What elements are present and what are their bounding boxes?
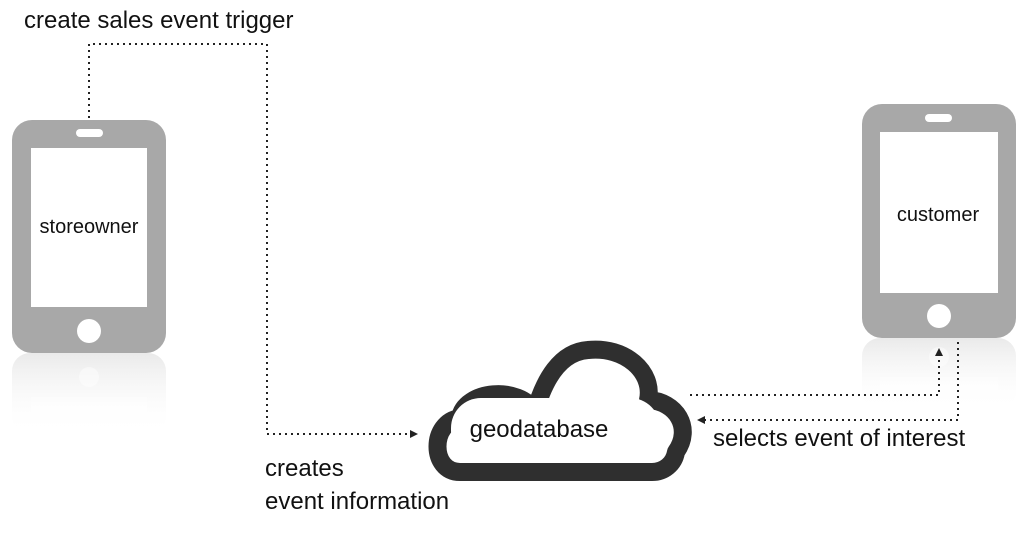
connector-customer-to-database bbox=[697, 342, 959, 424]
customer-phone-icon bbox=[862, 104, 1016, 338]
creates-event-label: creates event information bbox=[265, 452, 449, 518]
top-trigger-label: create sales event trigger bbox=[24, 7, 294, 34]
creates-line-1: creates bbox=[265, 455, 344, 482]
storeowner-phone-reflection bbox=[12, 353, 166, 435]
geodatabase-label: geodatabase bbox=[469, 416, 609, 443]
connector-top-trigger bbox=[88, 43, 418, 438]
storeowner-phone-icon bbox=[12, 120, 166, 353]
creates-line-2: event information bbox=[265, 488, 450, 515]
selects-event-label: selects event of interest bbox=[713, 425, 966, 452]
geodatabase-cloud-icon bbox=[428, 340, 692, 481]
customer-label: customer bbox=[896, 204, 980, 226]
storeowner-label: storeowner bbox=[39, 216, 139, 238]
